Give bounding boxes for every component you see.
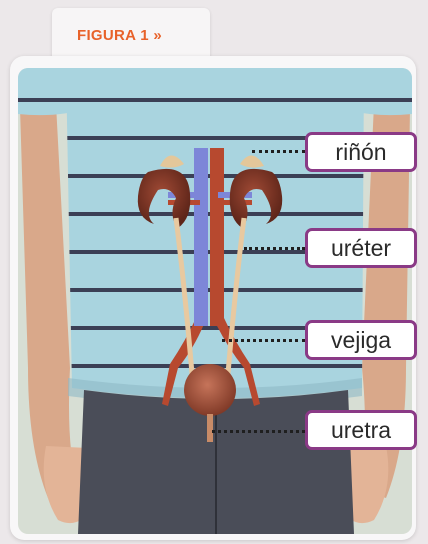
bladder-label: vejiga [305,320,417,360]
kidney-leader-line [252,150,305,153]
aorta [210,148,224,326]
figure-title: FIGURA 1 » [77,27,162,44]
ureter-label: uréter [305,228,417,268]
urethra-label: uretra [305,410,417,450]
urethra [207,414,213,442]
ureter-leader-line [244,247,305,250]
urethra-leader-line [212,430,305,433]
vena-cava [194,148,208,326]
kidney-label: riñón [305,132,417,172]
bladder-leader-line [222,339,305,342]
bladder [184,364,236,416]
